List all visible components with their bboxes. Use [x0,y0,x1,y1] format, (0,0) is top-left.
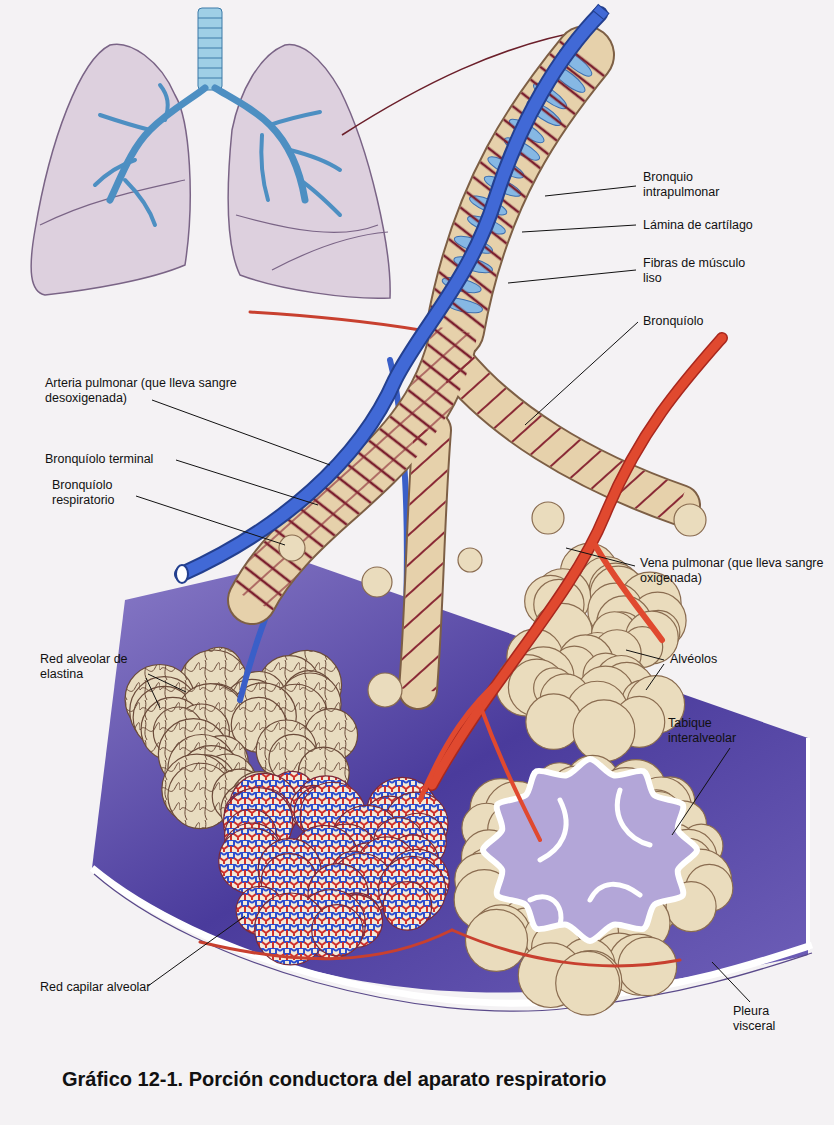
part-label: Lámina de cartílago [643,218,823,233]
part-label: Bronquíolo respiratorio [52,478,144,507]
lungs-figure [95,85,168,225]
leader-line [136,186,750,1002]
lungs-figure [198,58,222,59]
alveoli-cluster [526,694,582,750]
lungs-figure [198,18,222,78]
tissue-ground [94,874,812,1011]
pulmonary-artery [182,14,600,574]
lungs-figure [95,85,340,225]
muscle-fibers [418,430,432,690]
figure-caption: Gráfico 12-1. Porción conductora del apa… [62,1068,607,1091]
part-label: Red capilar alveolar [40,980,240,995]
tissue-ground [92,868,812,1003]
leader-line [626,650,664,660]
leader-line [152,400,330,465]
lungs-figure [198,38,222,39]
leader-line [566,548,635,566]
pulmonary-artery [182,14,600,574]
alveolar-bud [674,504,706,536]
leader-line [525,322,638,425]
pulmonary-vein [200,930,452,959]
leader-line [148,674,186,692]
leader-line [522,225,636,232]
alveoli-cluster [312,905,363,956]
alveoli-cluster [383,882,432,931]
bronchial-tree [418,430,432,690]
part-label: Bronquio intrapulmonar [643,170,763,199]
part-label: Red alveolar de elastina [40,652,152,681]
lungs-figure [272,232,388,270]
part-label: Alvéolos [670,652,810,667]
alveolar-bud [532,502,564,534]
lungs-figure [110,88,205,200]
alveoli-cluster [454,755,733,1015]
lungs-figure [31,44,190,295]
alveoli-cluster [573,700,635,762]
lungs-figure [198,28,222,29]
leader-line [176,460,318,505]
muscle-fibers [455,55,585,330]
alveolar-bud [362,567,392,597]
bronchial-tree [252,55,680,690]
part-label: Arteria pulmonar (que lleva sangre desox… [45,376,270,405]
leader-line [146,678,160,708]
part-label: Fibras de músculo liso [643,256,761,285]
lungs-figure [228,45,390,299]
muscle-fibers [252,330,455,600]
pulmonary-artery [176,565,188,583]
part-label: Bronquíolo terminal [45,452,245,467]
alveolar-bud [368,673,402,707]
pulmonary-vein [452,930,680,966]
lungs-figure [198,48,222,49]
tissue-ground [806,738,810,950]
leader-line [545,186,636,196]
alveolar-bud [279,502,706,707]
bronchial-tree [418,430,432,690]
alveoli-cluster [530,790,650,925]
part-label: Vena pulmonar (que lleva sangre oxigenad… [640,556,825,585]
pulmonary-artery [176,4,609,583]
part-label: Pleura visceral [733,1004,813,1033]
tissue-ground [92,560,812,1011]
part-label: Tabique interalveolar [668,716,778,745]
leader-line [646,664,664,690]
alveolar-bud [458,548,482,572]
pulmonary-vein [200,338,722,966]
alveoli-cluster [219,771,449,964]
lungs-figure [261,112,340,215]
tissue-ground [92,560,808,993]
bronchial-tree [252,46,706,707]
bronchial-tree [455,55,585,330]
pulmonary-artery [593,4,609,19]
lungs-figure [198,78,222,79]
lungs-figure [198,68,222,69]
bronchial-tree [455,55,585,330]
bronchial-tree [252,55,680,690]
lungs-figure [236,215,378,232]
alveoli-cluster [556,951,620,1015]
part-label: Bronquíolo [643,314,803,329]
leader-line [136,496,285,545]
lungs-figure [198,18,222,19]
alveolar-bud [279,535,305,561]
lungs-figure [198,8,222,90]
leader-line [672,748,730,835]
muscle-fibers [252,55,680,690]
pulmonary-vein [480,705,540,840]
leader-line [508,270,636,283]
leader-line [148,916,245,986]
blood-vessel [250,312,420,330]
leader-line [712,962,750,1002]
